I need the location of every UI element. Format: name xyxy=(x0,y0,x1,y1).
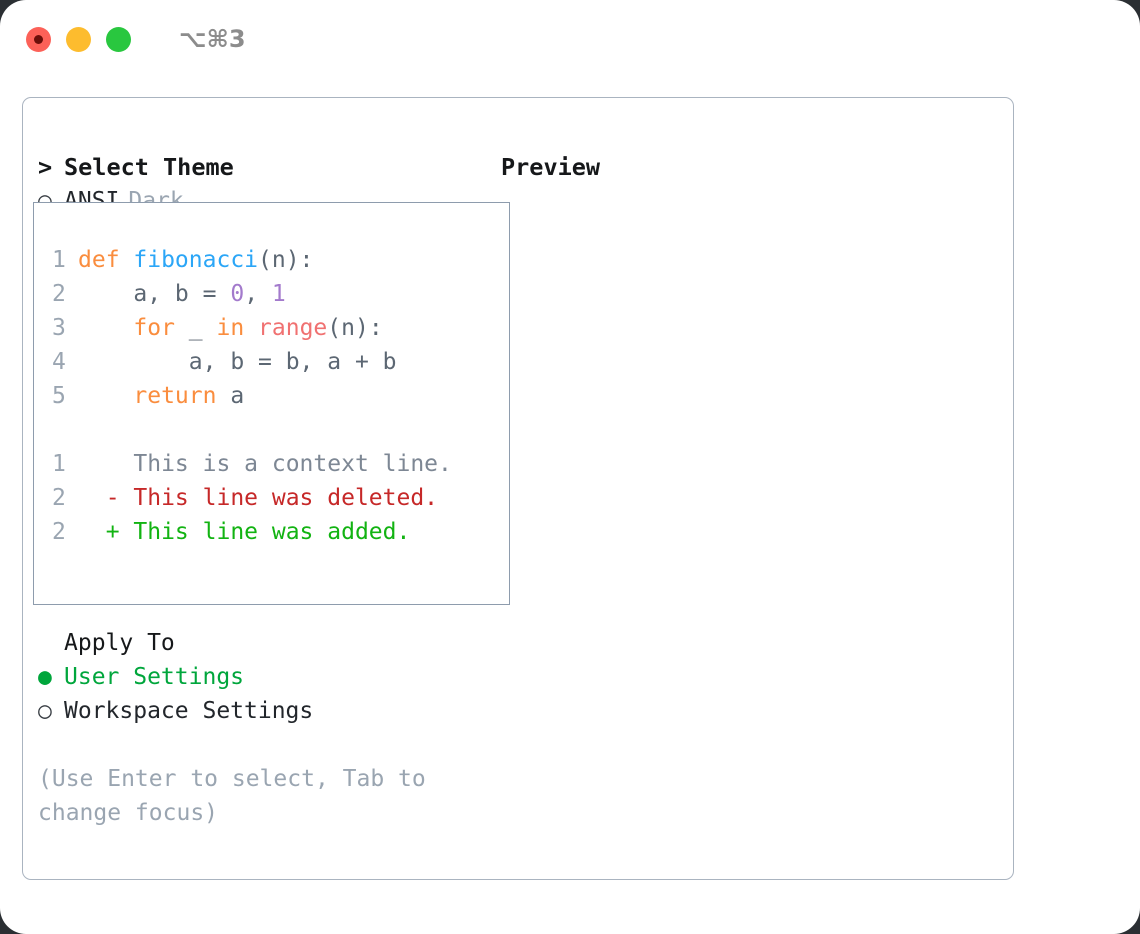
diff-sign: + xyxy=(78,519,120,545)
code-token-num: 0 xyxy=(230,281,245,307)
apply-to-item[interactable]: ● User Settings xyxy=(38,660,498,694)
line-number: 2 xyxy=(52,519,66,545)
code-token-kw: in xyxy=(216,315,245,341)
diff-line: 2 + This line was added. xyxy=(52,515,452,549)
code-token-plain: a, b = xyxy=(78,281,231,307)
code-token-punct: (n): xyxy=(327,315,383,341)
code-token-plain: a, b = b, a + b xyxy=(78,349,397,375)
line-number: 5 xyxy=(52,383,66,409)
diff-sample: 1 This is a context line.2 - This line w… xyxy=(52,447,452,549)
radio-unselected-icon: ○ xyxy=(38,698,52,724)
code-token-plain: a xyxy=(216,383,245,409)
code-line: 3 for _ in range(n): xyxy=(52,311,397,345)
caret-icon: > xyxy=(38,153,53,181)
preview-title: Preview xyxy=(501,153,601,181)
select-theme-label: Select Theme xyxy=(64,153,234,181)
code-token-builtin: range xyxy=(258,315,328,341)
code-token-num: 1 xyxy=(271,281,286,307)
code-line: 4 a, b = b, a + b xyxy=(52,345,397,379)
apply-to-label: Workspace Settings xyxy=(64,698,314,724)
keyboard-hint-text: (Use Enter to select, Tab to change focu… xyxy=(38,766,426,826)
line-number: 1 xyxy=(52,247,66,273)
diff-text: This line was added. xyxy=(119,519,411,545)
recording-dot-icon xyxy=(34,34,43,44)
code-token-plain xyxy=(78,383,133,409)
traffic-light-group xyxy=(26,26,131,52)
code-token-kw: def xyxy=(78,247,134,273)
code-token-plain xyxy=(78,315,133,341)
diff-sign: - xyxy=(78,485,120,511)
code-line: 2 a, b = 0, 1 xyxy=(52,277,397,311)
keyboard-shortcut-label: ⌥⌘3 xyxy=(179,25,246,53)
diff-line: 2 - This line was deleted. xyxy=(52,481,452,515)
diff-line: 1 This is a context line. xyxy=(52,447,452,481)
select-theme-header: > Select Theme xyxy=(38,150,498,184)
code-token-fn: fibonacci xyxy=(133,247,259,273)
code-token-punct: (n): xyxy=(258,247,314,273)
line-number: 4 xyxy=(52,349,66,375)
code-line: 1 def fibonacci(n): xyxy=(52,243,397,277)
close-window-button[interactable] xyxy=(26,26,51,52)
minimize-window-button[interactable] xyxy=(66,26,91,52)
apply-to-section: Apply To ● User Settings ○ Workspace Settin… xyxy=(38,626,498,728)
code-token-plain xyxy=(244,315,258,341)
line-number: 2 xyxy=(52,485,66,511)
code-token-kw: return xyxy=(133,383,217,409)
apply-to-rows: ● User Settings ○ Workspace Settings xyxy=(38,660,498,728)
apply-to-header: Apply To xyxy=(64,630,175,656)
title-bar: ⌥⌘3 xyxy=(0,0,1140,78)
maximize-window-button[interactable] xyxy=(106,26,131,52)
line-number: 2 xyxy=(52,281,66,307)
diff-text: This is a context line. xyxy=(119,451,452,477)
apply-to-label: User Settings xyxy=(64,664,245,690)
code-token-kw: for xyxy=(133,315,175,341)
apply-to-item[interactable]: ○ Workspace Settings xyxy=(38,694,498,728)
diff-sign xyxy=(78,451,120,477)
radio-selected-icon: ● xyxy=(38,664,52,690)
diff-text: This line was deleted. xyxy=(119,485,439,511)
preview-section: Preview xyxy=(501,150,1001,184)
code-line: 5 return a xyxy=(52,379,397,413)
line-number: 3 xyxy=(52,315,66,341)
code-token-plain: _ xyxy=(174,315,217,341)
line-number: 1 xyxy=(52,451,66,477)
code-token-plain: , xyxy=(244,281,272,307)
